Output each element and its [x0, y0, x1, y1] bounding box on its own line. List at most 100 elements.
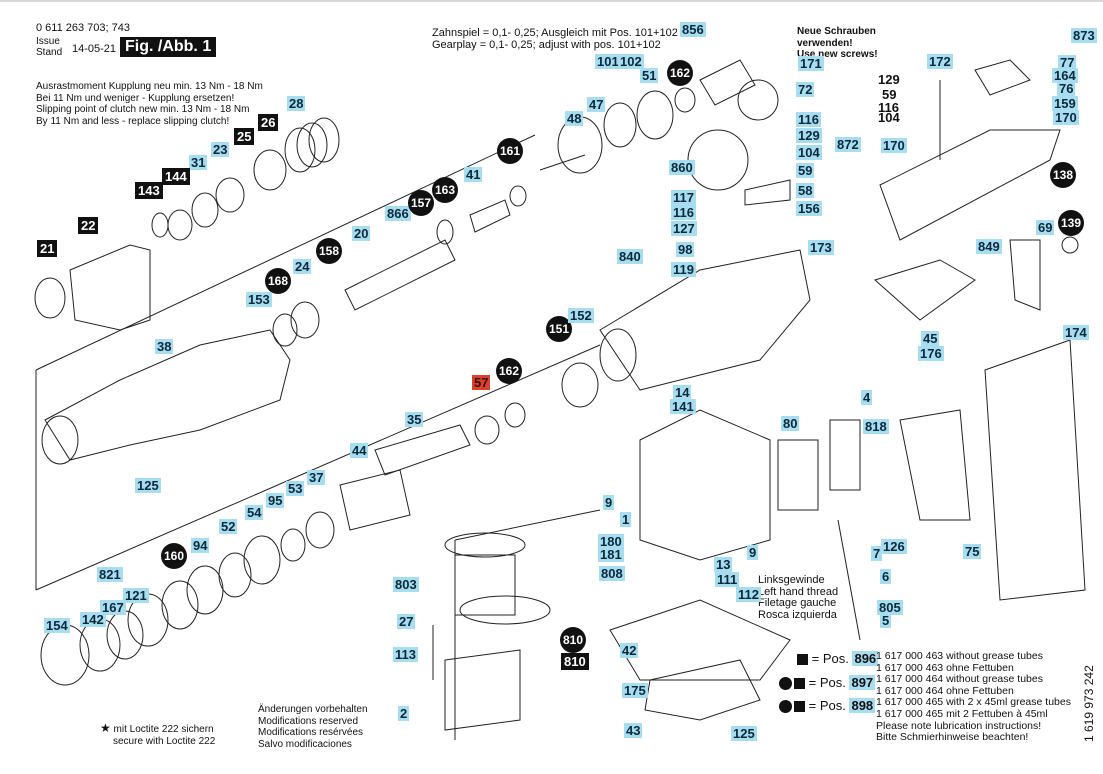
- kit-line: 1 617 000 464 ohne Fettuben: [876, 684, 1014, 697]
- part-144-shape: [167, 209, 193, 241]
- part-label-119: 119: [671, 262, 696, 277]
- part-label-38: 38: [155, 339, 174, 354]
- part-label-47: 47: [587, 97, 606, 112]
- kit-pos-prefix: = Pos.: [808, 698, 846, 713]
- part-label-9: 9: [603, 495, 615, 510]
- part-label-5: 5: [880, 613, 892, 628]
- part-label-112: 112: [736, 587, 761, 602]
- part-37-ring: [305, 511, 335, 549]
- part-label-37: 37: [307, 470, 326, 485]
- part-28-spring-1: [284, 127, 316, 173]
- part-label-164: 164: [1052, 68, 1078, 83]
- part-label-127: 127: [671, 221, 697, 236]
- part-label-168: 168: [265, 268, 291, 294]
- part-label-69: 69: [1036, 220, 1055, 235]
- kit-898: = Pos. 898: [779, 698, 876, 714]
- part-label-59: 59: [882, 87, 897, 102]
- part-label-152: 152: [568, 308, 594, 323]
- part-label-126: 126: [881, 539, 907, 554]
- part-label-44: 44: [350, 443, 369, 458]
- part-label-129: 129: [796, 128, 822, 143]
- part-label-180: 180: [598, 534, 624, 549]
- part-20-shape: [344, 239, 456, 311]
- part-label-116: 116: [878, 100, 899, 115]
- part-803-armature: [454, 554, 516, 616]
- part-label-159: 159: [1052, 96, 1078, 111]
- part-label-104: 104: [796, 145, 822, 160]
- part-138-top-cover: [879, 129, 1061, 241]
- part-label-171: 171: [798, 56, 824, 71]
- part-849-linkage: [874, 259, 976, 321]
- part-number: 0 611 263 703; 743: [36, 22, 130, 34]
- modifications-line: Änderungen vorbehalten: [258, 704, 368, 715]
- part-28-spring-2: [296, 122, 328, 168]
- part-label-121: 121: [123, 588, 149, 603]
- part-label-860: 860: [669, 160, 695, 175]
- part-151-ring: [561, 362, 599, 408]
- part-label-75: 75: [963, 544, 982, 559]
- part-label-14: 14: [673, 385, 692, 400]
- part-72-gear: [737, 79, 779, 121]
- part-26-shape: [253, 149, 287, 191]
- left-thread-line: Linksgewinde: [758, 574, 825, 586]
- part-label-810: 810: [561, 653, 589, 670]
- part-label-170: 170: [1053, 110, 1079, 125]
- gearplay-note-line: Gearplay = 0,1- 0,25; adjust with pos. 1…: [432, 38, 661, 51]
- part-label-51: 51: [640, 68, 659, 83]
- kit-pos-number: 898: [849, 698, 876, 713]
- part-label-31: 31: [189, 155, 208, 170]
- modifications-line: Modifications resérvées: [258, 727, 364, 738]
- part-label-104: 104: [878, 110, 900, 125]
- part-803-fan: [444, 532, 526, 558]
- part-22-shape: [69, 244, 151, 331]
- part-41-shape: [469, 199, 511, 233]
- part-label-20: 20: [352, 226, 371, 241]
- part-label-2: 2: [398, 706, 410, 721]
- part-label-28: 28: [287, 96, 306, 111]
- part-label-4: 4: [861, 390, 873, 405]
- clutch-note-line: Ausrastmoment Kupplung neu min. 13 Nm - …: [36, 81, 263, 92]
- part-label-856: 856: [680, 22, 706, 37]
- part-163-shape: [436, 219, 454, 245]
- part-label-25: 25: [234, 128, 255, 145]
- loctite-line: secure with Loctite 222: [113, 735, 216, 747]
- modifications-line: Salvo modificaciones: [258, 738, 352, 750]
- part-label-125: 125: [135, 478, 161, 493]
- part-label-59: 59: [796, 163, 815, 178]
- left-thread-line: Filetage gauche: [758, 597, 837, 609]
- modifications-line: Modifications reserved: [258, 715, 359, 727]
- part-53-shape: [280, 528, 306, 562]
- part-label-26: 26: [258, 114, 279, 131]
- part-label-162: 162: [667, 60, 693, 86]
- modifications-note: Änderungen vorbehalten Modifications res…: [258, 704, 368, 750]
- part-139-shape: [1061, 236, 1079, 254]
- part-47-shape: [603, 102, 637, 148]
- part-860-gear: [687, 129, 749, 191]
- part-label-139: 139: [1058, 210, 1084, 236]
- part-38-opening: [41, 415, 79, 465]
- part-44-shape: [339, 469, 411, 531]
- part-label-53: 53: [286, 481, 305, 496]
- part-38-shape: [44, 329, 291, 461]
- part-31-shape: [191, 192, 219, 228]
- part-label-153: 153: [246, 292, 272, 307]
- new-screws-line: Neue Schrauben: [797, 26, 876, 37]
- part-161-shape: [509, 185, 527, 207]
- part-75-handle-outer: [984, 339, 1086, 601]
- part-label-43: 43: [624, 723, 643, 738]
- part-label-24: 24: [293, 259, 312, 274]
- part-label-810: 810: [560, 627, 586, 653]
- part-label-821: 821: [97, 567, 123, 582]
- part-80-capacitor: [777, 439, 819, 511]
- new-screws-line: Use new screws!: [797, 49, 878, 60]
- part-24-shape: [290, 301, 320, 339]
- part-label-181: 181: [598, 547, 624, 562]
- part-4-switch: [829, 419, 861, 491]
- part-57-shape: [474, 415, 500, 445]
- part-label-77: 77: [1058, 55, 1077, 70]
- part-119-gear-housing: [599, 249, 811, 391]
- kit-pos-prefix: = Pos.: [808, 675, 846, 690]
- part-label-21: 21: [37, 240, 58, 257]
- section-divider-line: [35, 134, 536, 371]
- kit-line: 1 617 000 465 mit 2 Fettuben à 45ml: [876, 707, 1048, 720]
